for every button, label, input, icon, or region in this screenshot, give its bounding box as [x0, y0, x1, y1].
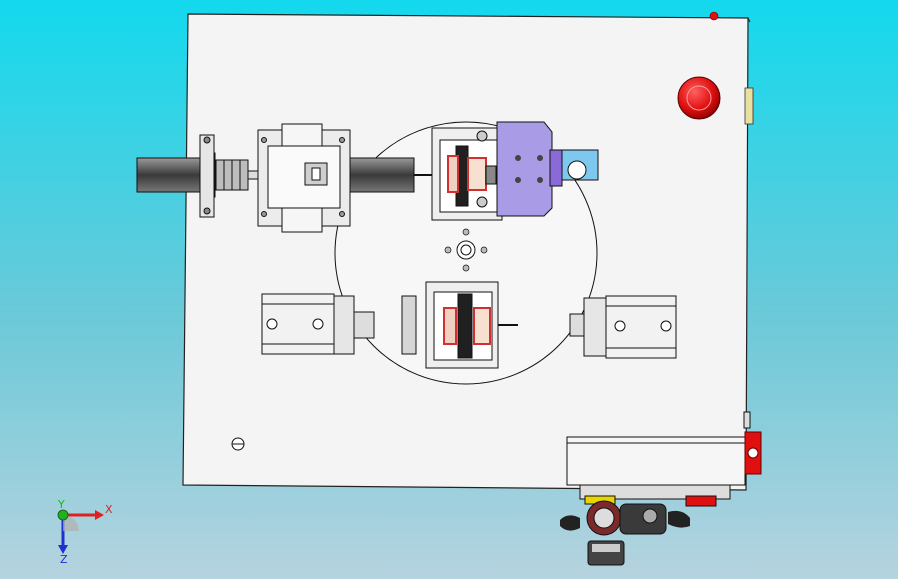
y-axis-label: Y [57, 498, 65, 511]
top-right-cylinder [349, 157, 432, 193]
bottom-right-cylinder [569, 295, 677, 359]
emergency-stop-button[interactable] [677, 76, 721, 120]
z-axis-label: Z [60, 553, 68, 566]
top-motor-fixture [431, 127, 503, 221]
bottom-left-cylinder [261, 293, 375, 355]
bottom-motor-fixture [401, 281, 518, 369]
x-axis-label: X [105, 503, 113, 516]
purple-fixture-block [496, 121, 563, 217]
top-linear-cylinder [136, 134, 263, 218]
mounting-hole [231, 437, 245, 451]
control-box [566, 411, 762, 486]
blue-clamp[interactable] [561, 149, 599, 181]
axis-triad: X Y Z [57, 498, 113, 566]
valve-assembly [560, 484, 731, 566]
top-slide-bracket [257, 123, 351, 233]
